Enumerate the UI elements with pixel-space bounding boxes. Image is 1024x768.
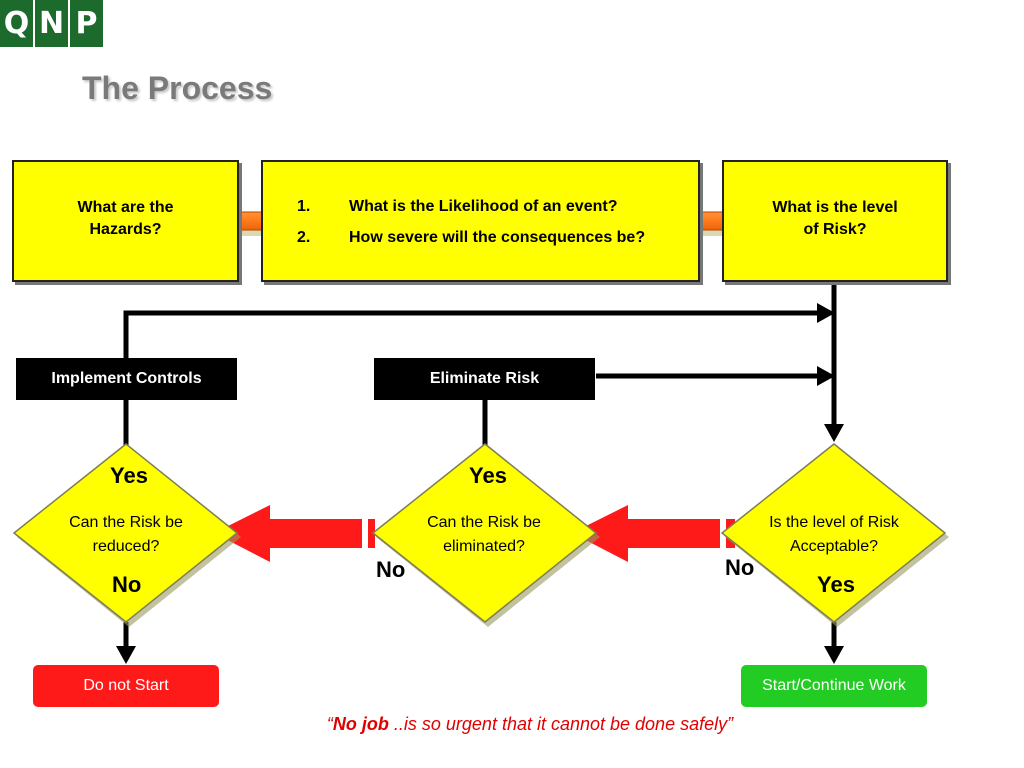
- decision-diamonds: [12, 443, 949, 627]
- safety-quote: “No job ..is so urgent that it cannot be…: [0, 714, 1024, 735]
- risk-level-line1: What is the level: [772, 199, 898, 216]
- question-item: 2. How severe will the consequences be?: [297, 229, 645, 247]
- do-not-start-box: Do not Start: [33, 665, 219, 707]
- quote-open: “: [326, 714, 333, 734]
- arrowhead-right-top: [817, 303, 835, 323]
- quote-rest: ..is so urgent that it cannot be done sa…: [388, 714, 734, 734]
- connector-arrowheads: [116, 303, 844, 664]
- acceptable-question-line2: Acceptable?: [789, 538, 879, 555]
- acceptable-question: Is the level of Risk Acceptable?: [744, 511, 924, 559]
- eliminate-no-label: No: [376, 557, 406, 582]
- page-title: The Process: [82, 70, 273, 106]
- arrowhead-down-start: [824, 646, 844, 664]
- implement-controls-box: Implement Controls: [16, 358, 237, 400]
- reduce-no-label: No: [112, 572, 142, 597]
- question-number: 1.: [297, 198, 311, 215]
- questions-box: 1. What is the Likelihood of an event? 2…: [261, 160, 700, 282]
- acceptable-yes-label: Yes: [817, 572, 855, 597]
- eliminate-yes-label: Yes: [469, 463, 507, 488]
- questions-list: 1. What is the Likelihood of an event? 2…: [297, 198, 645, 260]
- eliminate-question: Can the Risk be eliminated?: [394, 511, 574, 559]
- logo-letter-q: Q: [0, 0, 33, 47]
- diamond-reduce: [12, 443, 239, 623]
- question-item: 1. What is the Likelihood of an event?: [297, 198, 645, 216]
- eliminate-risk-box: Eliminate Risk: [374, 358, 595, 400]
- logo-letter-p: P: [70, 0, 103, 47]
- reduce-question: Can the Risk be reduced?: [36, 511, 216, 559]
- arrowhead-right-eliminate: [817, 366, 835, 386]
- question-text: What is the Likelihood of an event?: [349, 198, 618, 215]
- diamond-acceptable: [720, 443, 947, 623]
- connector-lines: [123, 284, 837, 650]
- hazards-box: What are the Hazards?: [12, 160, 239, 282]
- arrowhead-down-acceptable: [824, 424, 844, 442]
- acceptable-question-line1: Is the level of Risk: [769, 514, 899, 531]
- connector-controls-loop: [123, 310, 822, 360]
- risk-level-box: What is the level of Risk?: [722, 160, 948, 282]
- diamond-eliminate: [371, 443, 598, 623]
- arrowhead-down-stop: [116, 646, 136, 664]
- hazards-line2: Hazards?: [89, 221, 162, 238]
- question-number: 2.: [297, 229, 311, 246]
- reduce-question-line2: reduced?: [92, 538, 160, 555]
- eliminate-question-line2: eliminated?: [443, 538, 525, 555]
- logo-letter-n: N: [35, 0, 68, 47]
- reduce-question-line1: Can the Risk be: [69, 514, 183, 531]
- hazards-line1: What are the: [77, 199, 174, 216]
- question-text: How severe will the consequences be?: [349, 229, 646, 246]
- qnp-logo: Q N P: [0, 0, 105, 47]
- start-continue-box: Start/Continue Work: [741, 665, 927, 707]
- red-arrow-eliminate-to-reduce: [214, 505, 375, 562]
- acceptable-no-label: No: [725, 555, 755, 580]
- reduce-yes-label: Yes: [110, 463, 148, 488]
- eliminate-question-line1: Can the Risk be: [427, 514, 541, 531]
- quote-emphasis: No job: [332, 714, 389, 734]
- risk-level-line2: of Risk?: [803, 221, 867, 238]
